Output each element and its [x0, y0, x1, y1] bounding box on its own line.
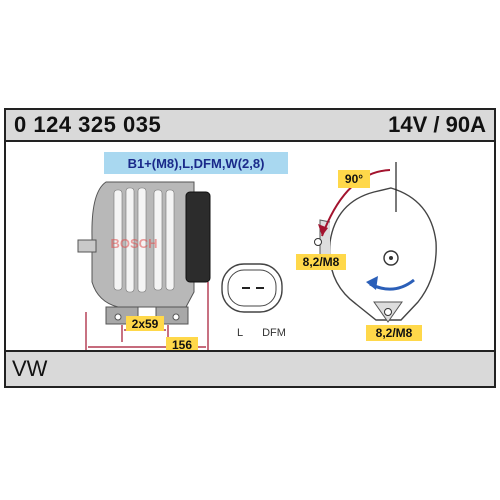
rotation-direction-arrow-icon [366, 276, 378, 290]
voltage-current-rating: 14V / 90A [388, 112, 486, 137]
vehicle-brand: VW [12, 356, 48, 381]
part-number: 0 124 325 035 [14, 112, 162, 137]
alternator-diagram: B1+(M8),L,DFM,W(2,8) BOSCH [77, 152, 437, 352]
bosch-watermark: BOSCH [111, 236, 158, 251]
footer-bar: VW [6, 350, 494, 386]
alternator-front-view [314, 187, 437, 323]
terminals-label: B1+(M8),L,DFM,W(2,8) [128, 156, 265, 171]
bolt-upper-label: 8,2/M8 [303, 255, 340, 269]
bolt-lower-label: 8,2/M8 [376, 326, 413, 340]
bolt-upper-tag-bg [296, 254, 346, 270]
mounting-angle-arrow-icon [318, 224, 328, 236]
angle-tag-bg [338, 170, 370, 188]
mounting-angle-label: 90° [345, 172, 363, 186]
diagram-frame: 0 124 325 035 14V / 90A B1+(M8),L,DFM,W(… [4, 108, 496, 388]
width-small-tag-bg [126, 316, 164, 331]
bolt-lower-tag-bg [366, 325, 422, 341]
width-small-label: 2x59 [132, 317, 159, 331]
header-bar: 0 124 325 035 14V / 90A [6, 110, 494, 142]
connector-label-l: L [237, 327, 243, 339]
width-total-tag-bg [166, 337, 198, 352]
terminals-tag-bg [104, 152, 288, 174]
alternator-side-view [77, 181, 211, 325]
connector-label-dfm: DFM [262, 327, 286, 339]
connector-plug [221, 263, 283, 313]
width-total-label: 156 [172, 338, 192, 352]
